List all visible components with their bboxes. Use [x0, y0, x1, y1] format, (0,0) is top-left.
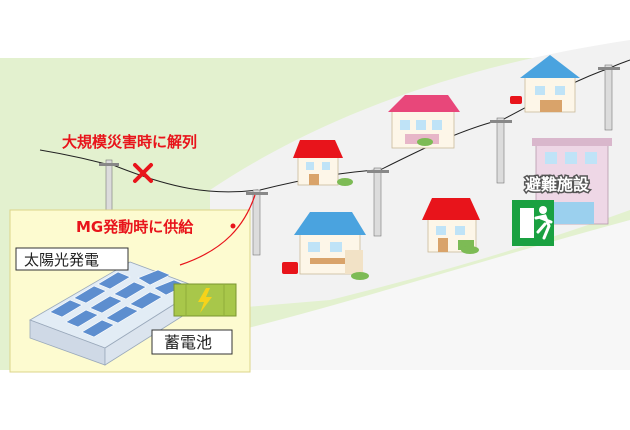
- supply-dot: [230, 223, 236, 229]
- utility-pole-5: [598, 64, 620, 131]
- utility-pole-2: [246, 189, 268, 256]
- battery-label-box: [151, 329, 233, 355]
- house-red-small: [293, 140, 343, 186]
- shelter-label: 避難施設: [525, 175, 590, 194]
- lightning-icon: [198, 288, 212, 313]
- utility-pole-3: [367, 167, 389, 237]
- emergency-exit-icon: [512, 200, 554, 246]
- utility-pole-4: [490, 117, 512, 184]
- battery-label: 蓄電池: [164, 333, 212, 352]
- supply-line: [179, 194, 256, 266]
- shrubs: [337, 138, 479, 280]
- solar-label-box: [15, 247, 129, 271]
- solar-label: 太陽光発電: [24, 251, 99, 269]
- disconnect-label: 大規模災害時に解列: [62, 133, 197, 151]
- house-blue-front: [282, 212, 366, 275]
- supply-label: MG発動時に供給: [76, 218, 194, 236]
- hill-lower: [240, 220, 630, 370]
- house-red-middle: [422, 198, 480, 253]
- house-blue-top: [510, 55, 580, 113]
- cross-icon: [133, 163, 153, 183]
